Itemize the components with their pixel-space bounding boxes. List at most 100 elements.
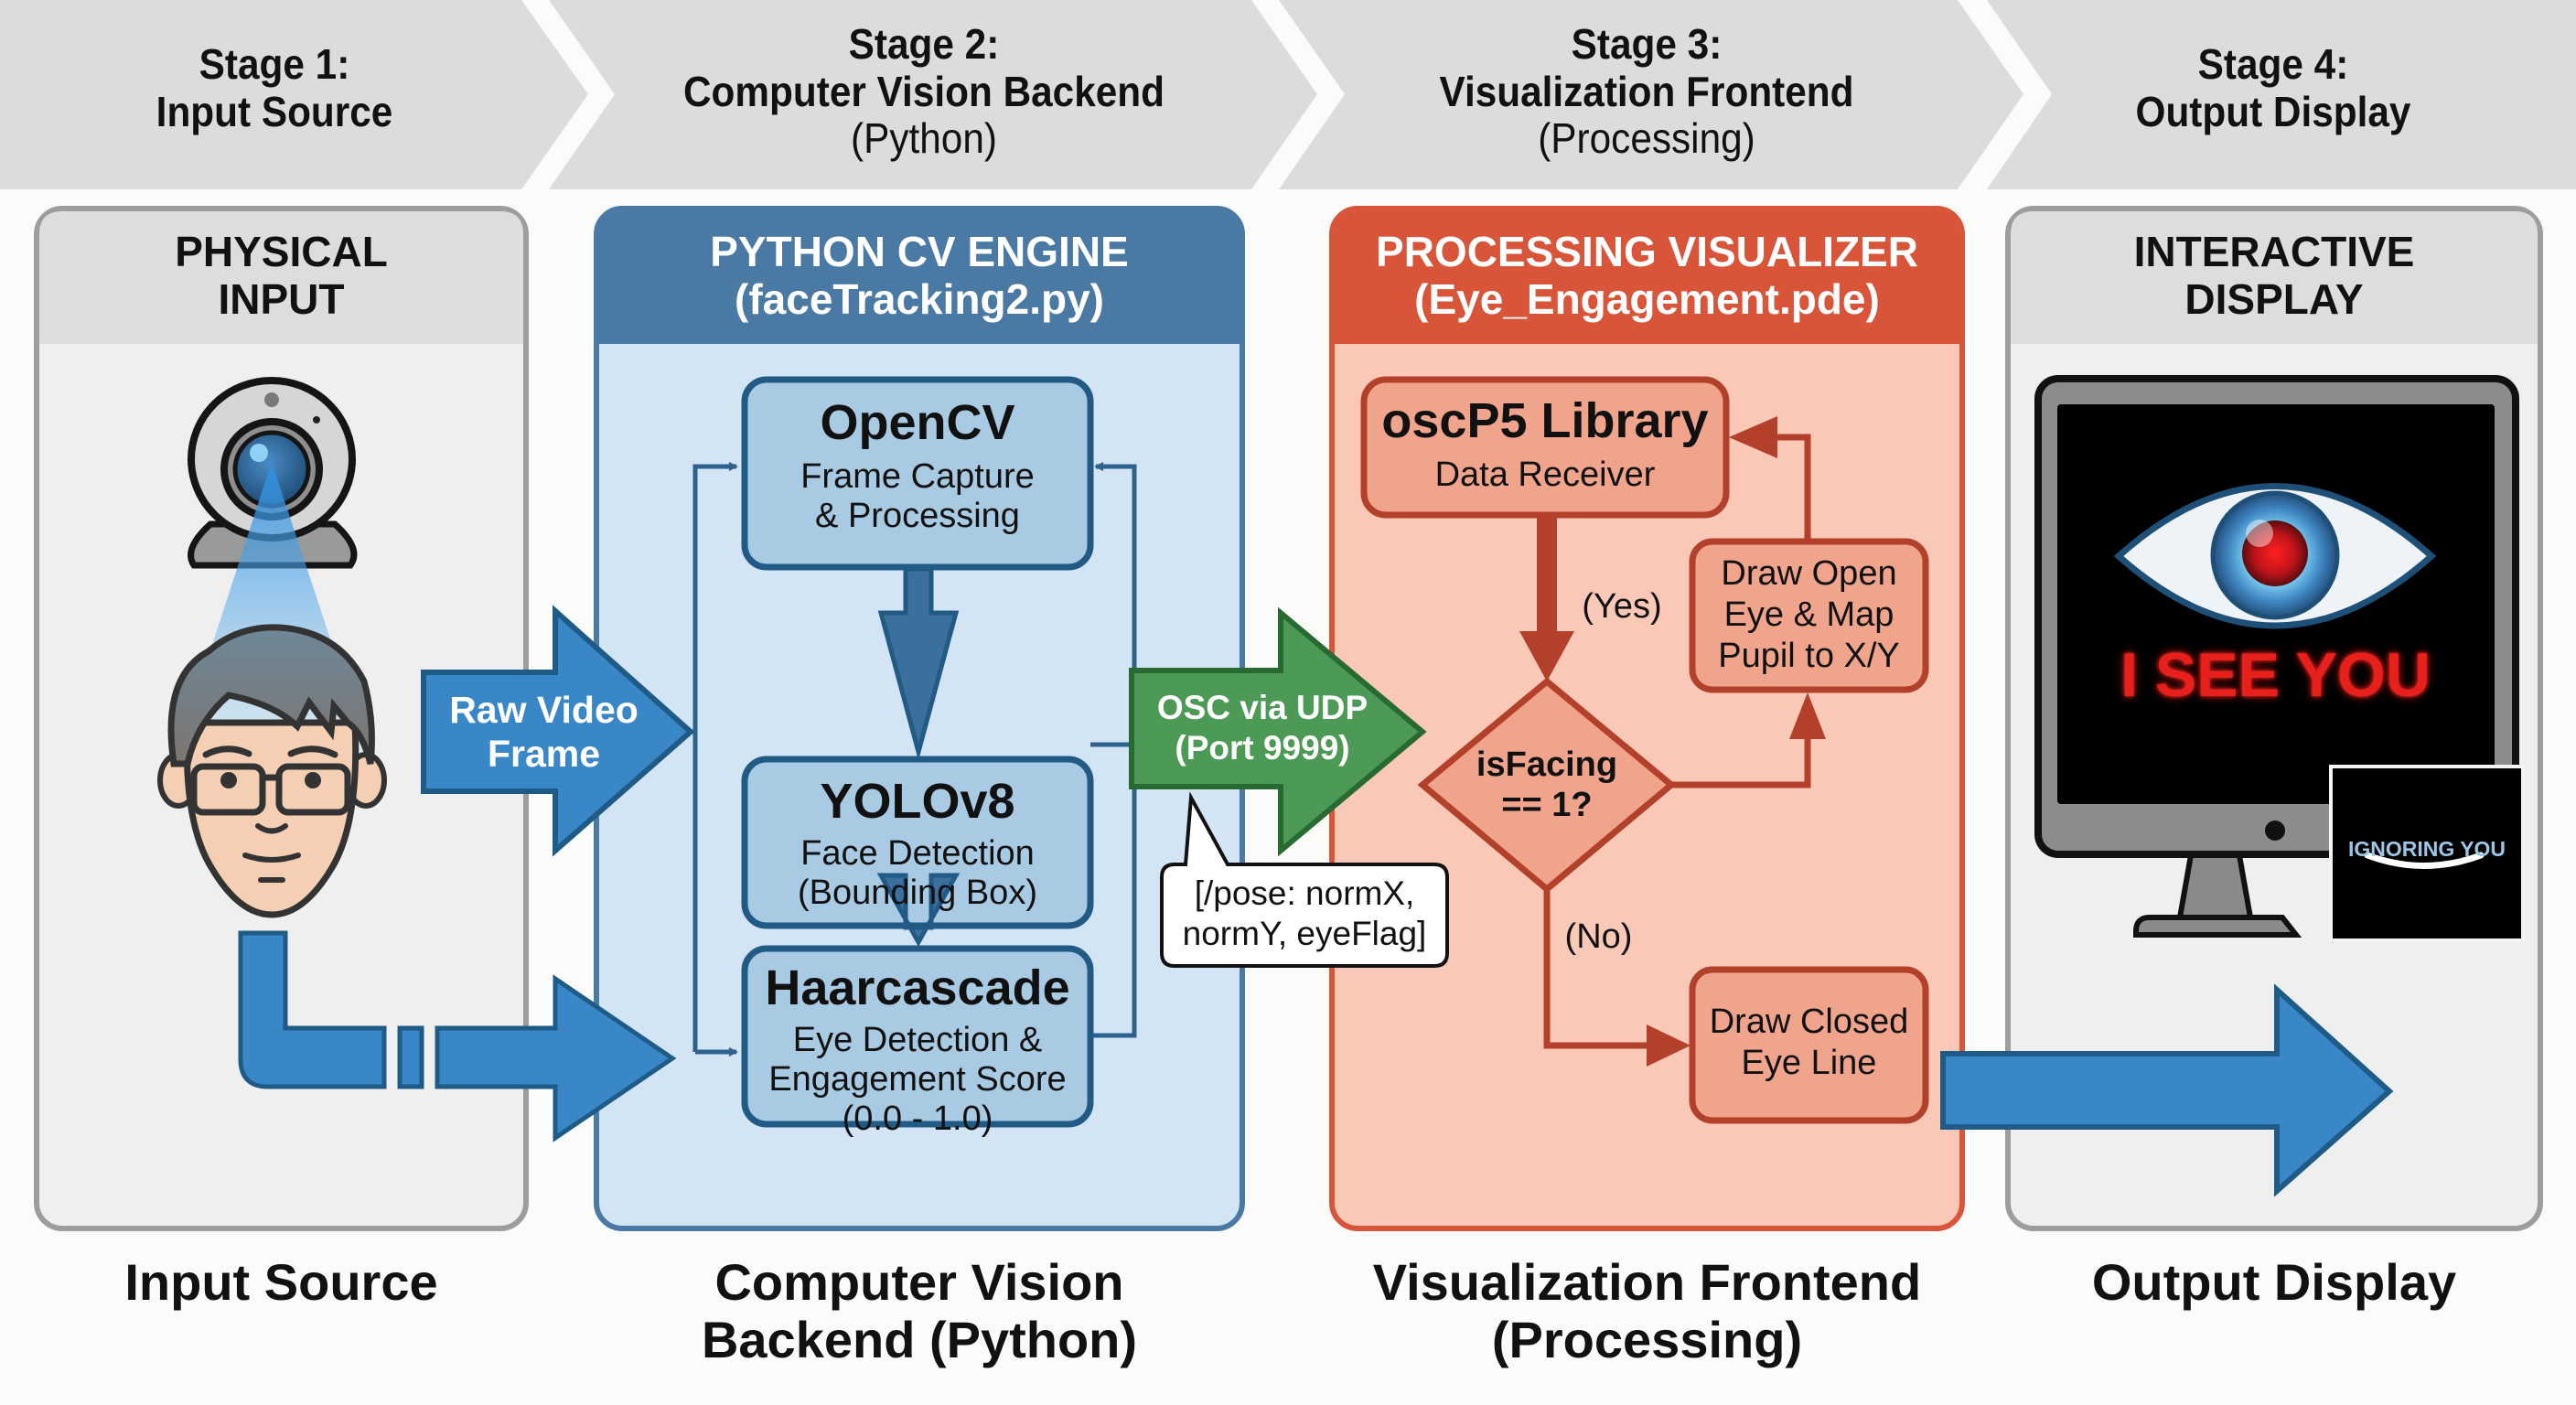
- decision-yes-path: [1671, 732, 1811, 788]
- inset-ignoring-text: IGNORING YOU: [2347, 837, 2506, 861]
- python-engine-file: (faceTracking2.py): [735, 274, 1104, 323]
- node-draw-closed-eye-box: [1689, 966, 1929, 1124]
- footer-computer-vision: Computer Vision Backend (Python): [596, 1253, 1242, 1369]
- open-eye-line1: Draw Open: [1721, 554, 1897, 593]
- physical-input-title-line2: INPUT: [218, 274, 345, 323]
- node-haarcascade-desc-line2: Engagement Score: [768, 1060, 1067, 1099]
- loop-arrowhead: [1729, 416, 1777, 458]
- node-opencv-desc-line1: Frame Capture: [800, 457, 1035, 497]
- decision-no-path: [1543, 889, 1651, 1049]
- closed-eye-line2: Eye Line: [1741, 1043, 1877, 1082]
- stage-header-band: [0, 0, 2576, 189]
- stage-2-subtitle: (Python): [851, 114, 997, 163]
- closed-eye-line1: Draw Closed: [1709, 1003, 1909, 1041]
- stage-3-header: Stage 3: Visualization Frontend (Process…: [1352, 20, 1941, 163]
- node-yolov8-desc-line2: (Bounding Box): [798, 874, 1037, 913]
- webcam-icon: [188, 377, 358, 569]
- node-draw-closed-eye[interactable]: Draw Closed Eye Line: [1692, 1002, 1926, 1084]
- node-haarcascade-name: Haarcascade: [765, 960, 1070, 1015]
- node-yolov8-desc-line1: Face Detection: [800, 834, 1035, 874]
- input-feed-arrow: [238, 930, 677, 1142]
- osc-message-line1: [/pose: normX,: [1194, 874, 1415, 912]
- physical-input-title-line1: PHYSICAL: [175, 228, 388, 275]
- osc-udp-label-line2: (Port 9999): [1175, 729, 1350, 767]
- footer-visualization: Visualization Frontend (Processing): [1332, 1253, 1962, 1369]
- stage-4-label: Stage 4:: [2197, 40, 2349, 88]
- open-eye-line3: Pupil to X/Y: [1718, 636, 1900, 675]
- stage-2-label: Stage 2:: [848, 20, 1000, 68]
- receiver-to-decision-arrow: [1519, 517, 1574, 681]
- stage-4-title: Output Display: [2135, 87, 2411, 135]
- processing-visualizer-file: (Eye_Engagement.pde): [1414, 274, 1880, 323]
- osc-message-callout: [1160, 791, 1449, 968]
- stage-1-title: Input Source: [156, 87, 393, 135]
- stage-4-header: Stage 4: Output Display: [2058, 40, 2487, 135]
- open-eye-line2: Eye & Map: [1723, 595, 1894, 634]
- closed-eye-inset: [2329, 765, 2525, 942]
- yes-path-arrowhead: [1789, 692, 1826, 739]
- decision-line1: isFacing: [1476, 745, 1618, 784]
- node-haarcascade-desc-line1: Eye Detection &: [792, 1021, 1043, 1060]
- node-oscp5-box: [1360, 376, 1730, 519]
- stage-chevron-1: [0, 0, 588, 189]
- node-opencv-name: OpenCV: [820, 395, 1015, 450]
- osc-message-line2: normY, eyeFlag]: [1182, 915, 1427, 953]
- osc-udp-label: OSC via UDP (Port 9999): [1134, 688, 1390, 769]
- no-label: (No): [1564, 917, 1633, 956]
- stage-2-title: Computer Vision Backend: [682, 67, 1165, 115]
- footer-cv-line2: Backend (Python): [701, 1311, 1138, 1369]
- yolo-node-content[interactable]: YOLOv8 Face Detection (Bounding Box): [745, 774, 1090, 913]
- node-draw-open-eye[interactable]: Draw Open Eye & Map Pupil to X/Y: [1692, 553, 1926, 676]
- processing-visualizer-title: PROCESSING VISUALIZER (Eye_Engagement.pd…: [1335, 228, 1959, 323]
- stage-3-label: Stage 3:: [1571, 20, 1723, 68]
- interactive-display-title-line2: DISPLAY: [2184, 274, 2364, 323]
- raw-video-arrow: [421, 605, 695, 857]
- processing-visualizer-name: PROCESSING VISUALIZER: [1376, 228, 1918, 275]
- node-haarcascade-desc-line3: (0.0 - 1.0): [842, 1099, 993, 1138]
- node-haarcascade[interactable]: Haarcascade Eye Detection & Engagement S…: [745, 960, 1090, 1138]
- stage-chevron-3: [1279, 0, 2023, 189]
- node-oscp5-desc: Data Receiver: [1434, 456, 1656, 495]
- physical-input-title: PHYSICAL INPUT: [39, 228, 523, 323]
- opencv-to-yolo-arrow: [877, 566, 960, 761]
- interactive-display-title-line1: INTERACTIVE: [2133, 228, 2415, 275]
- footer-output-display: Output Display: [2091, 1253, 2457, 1311]
- open-eye-icon: [2113, 483, 2437, 629]
- stage-1-label: Stage 1:: [199, 40, 350, 88]
- interactive-display-title: INTERACTIVE DISPLAY: [2011, 228, 2538, 323]
- raw-video-label-line2: Frame: [487, 733, 601, 776]
- node-opencv[interactable]: OpenCV Frame Capture & Processing: [745, 395, 1090, 536]
- node-haarcascade-box-shape: [741, 945, 1094, 1128]
- stage-3-subtitle: (Processing): [1538, 114, 1755, 163]
- output-arrow: [1940, 983, 2394, 1197]
- no-path-arrowhead: [1647, 1024, 1690, 1067]
- osc-message-text: [/pose: normX, normY, eyeFlag]: [1162, 874, 1447, 955]
- person-face-icon: [157, 624, 387, 918]
- footer-vis-line2: (Processing): [1491, 1311, 1803, 1369]
- python-engine-title: PYTHON CV ENGINE (faceTracking2.py): [599, 228, 1240, 323]
- raw-video-label-line1: Raw Video: [449, 689, 639, 731]
- yes-label: (Yes): [1582, 587, 1662, 626]
- node-oscp5-name: oscP5 Library: [1381, 393, 1709, 448]
- footer-vis-line1: Visualization Frontend: [1372, 1253, 1922, 1311]
- stage-2-header: Stage 2: Computer Vision Backend (Python…: [629, 20, 1218, 163]
- stage-3-title: Visualization Frontend: [1439, 67, 1854, 115]
- closed-eye-icon: [2364, 852, 2485, 869]
- decision-isfacing[interactable]: isFacing == 1?: [1454, 745, 1639, 825]
- stage-chevron-4: [1987, 0, 2576, 189]
- screen-alert-text: I SEE YOU: [2120, 640, 2431, 710]
- decision-line2: == 1?: [1501, 785, 1593, 824]
- open-eye-loop-path: [1770, 434, 1811, 542]
- osc-udp-label-line1: OSC via UDP: [1156, 689, 1368, 726]
- footer-input-source: Input Source: [124, 1253, 438, 1311]
- node-yolov8-name: YOLOv8: [820, 774, 1015, 829]
- raw-video-label: Raw Video Frame: [423, 688, 665, 777]
- node-opencv-desc-line2: & Processing: [815, 497, 1020, 536]
- stage-1-header: Stage 1: Input Source: [56, 40, 493, 135]
- osc-udp-arrow: [1129, 606, 1427, 857]
- python-engine-name: PYTHON CV ENGINE: [710, 228, 1129, 275]
- stage-chevron-2: [549, 0, 1317, 189]
- node-oscp5[interactable]: oscP5 Library Data Receiver: [1364, 393, 1726, 495]
- footer-cv-line1: Computer Vision: [714, 1253, 1124, 1311]
